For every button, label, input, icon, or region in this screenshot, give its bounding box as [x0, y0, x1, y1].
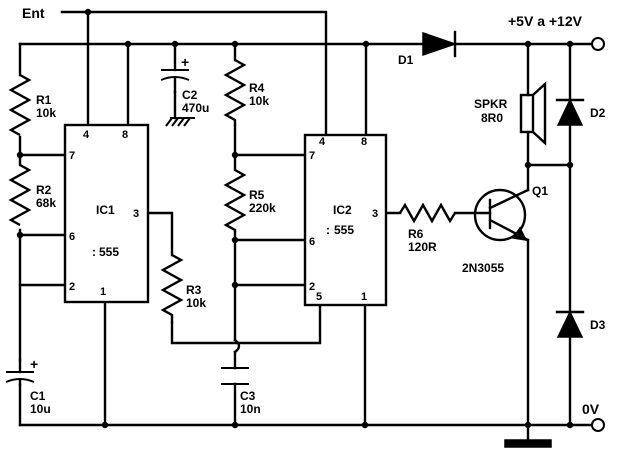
capacitor-c2 [160, 69, 195, 127]
c2-value: 470u [182, 101, 209, 115]
ic1-type: 555 [99, 245, 119, 259]
ground-label: 0V [582, 401, 600, 417]
r3-ref: R3 [186, 283, 202, 297]
resistor-r5 [223, 168, 247, 232]
capacitor-c3 [221, 338, 249, 385]
resistor-r2 [8, 163, 32, 227]
wiring [18, 10, 592, 427]
c1-value: 10u [30, 402, 51, 416]
r2-value: 68k [36, 196, 56, 210]
d3-label: D3 [590, 318, 606, 332]
r2-ref: R2 [36, 183, 52, 197]
r5-ref: R5 [249, 188, 265, 202]
ic1-prefix: : [92, 245, 96, 259]
diode-d3 [555, 310, 585, 338]
diode-d1 [422, 30, 458, 58]
ic2-pin1: 1 [361, 291, 367, 303]
c3-ref: C3 [240, 389, 256, 403]
r4-value: 10k [249, 94, 269, 108]
r1-ref: R1 [36, 93, 52, 107]
ic1-pin2: 2 [69, 281, 75, 293]
resistor-r6 [398, 202, 457, 224]
ic2-pin6: 6 [309, 236, 315, 248]
capacitor-c1 [5, 358, 35, 387]
diode-d2 [555, 98, 585, 126]
resistor-r3 [160, 253, 184, 323]
d1-label: D1 [398, 53, 414, 67]
resistor-r4 [223, 58, 247, 126]
r3-value: 10k [186, 296, 206, 310]
ic1-body [63, 123, 150, 304]
ic2-type: 555 [334, 223, 354, 237]
ic2-pin4: 4 [319, 136, 326, 148]
ground-terminal [591, 418, 605, 432]
speaker-ref: SPKR [474, 97, 508, 111]
d2-label: D2 [590, 106, 606, 120]
speaker [519, 81, 547, 146]
speaker-value: 8R0 [481, 111, 503, 125]
ic1-pin3: 3 [133, 208, 139, 220]
q1-ref: Q1 [532, 184, 548, 198]
c1-plus: + [30, 356, 38, 372]
r5-value: 220k [249, 201, 276, 215]
r6-value: 120R [408, 240, 437, 254]
r6-ref: R6 [408, 227, 424, 241]
r4-ref: R4 [249, 81, 265, 95]
ic1-pin6: 6 [69, 231, 75, 243]
junctions [16, 8, 574, 429]
ic1-pin7: 7 [69, 150, 75, 162]
c1-ref: C1 [30, 389, 46, 403]
ic2-name: IC2 [333, 203, 352, 217]
r1-value: 10k [36, 106, 56, 120]
ic2-body [303, 133, 388, 307]
c2-ref: C2 [182, 88, 198, 102]
ic2-prefix: : [326, 223, 330, 237]
ic1-pin4: 4 [83, 129, 90, 141]
ic1-pin8: 8 [122, 129, 128, 141]
transistor-q1 [473, 188, 530, 242]
ic2-pin2: 2 [309, 281, 315, 293]
c3-value: 10n [240, 402, 261, 416]
input-label: Ent [22, 5, 45, 21]
ic2-pin8: 8 [361, 136, 367, 148]
ic1-name: IC1 [96, 203, 115, 217]
ic2-pin7: 7 [309, 150, 315, 162]
resistor-r1 [8, 73, 32, 137]
c2-plus: + [181, 54, 189, 70]
ic1-pin1: 1 [100, 286, 106, 298]
supply-label: +5V a +12V [508, 13, 583, 29]
q1-part: 2N3055 [462, 261, 504, 275]
ic2-pin3: 3 [372, 208, 378, 220]
supply-terminal [591, 37, 605, 51]
ic2-pin5: 5 [316, 291, 322, 303]
ground-symbol [504, 423, 552, 448]
